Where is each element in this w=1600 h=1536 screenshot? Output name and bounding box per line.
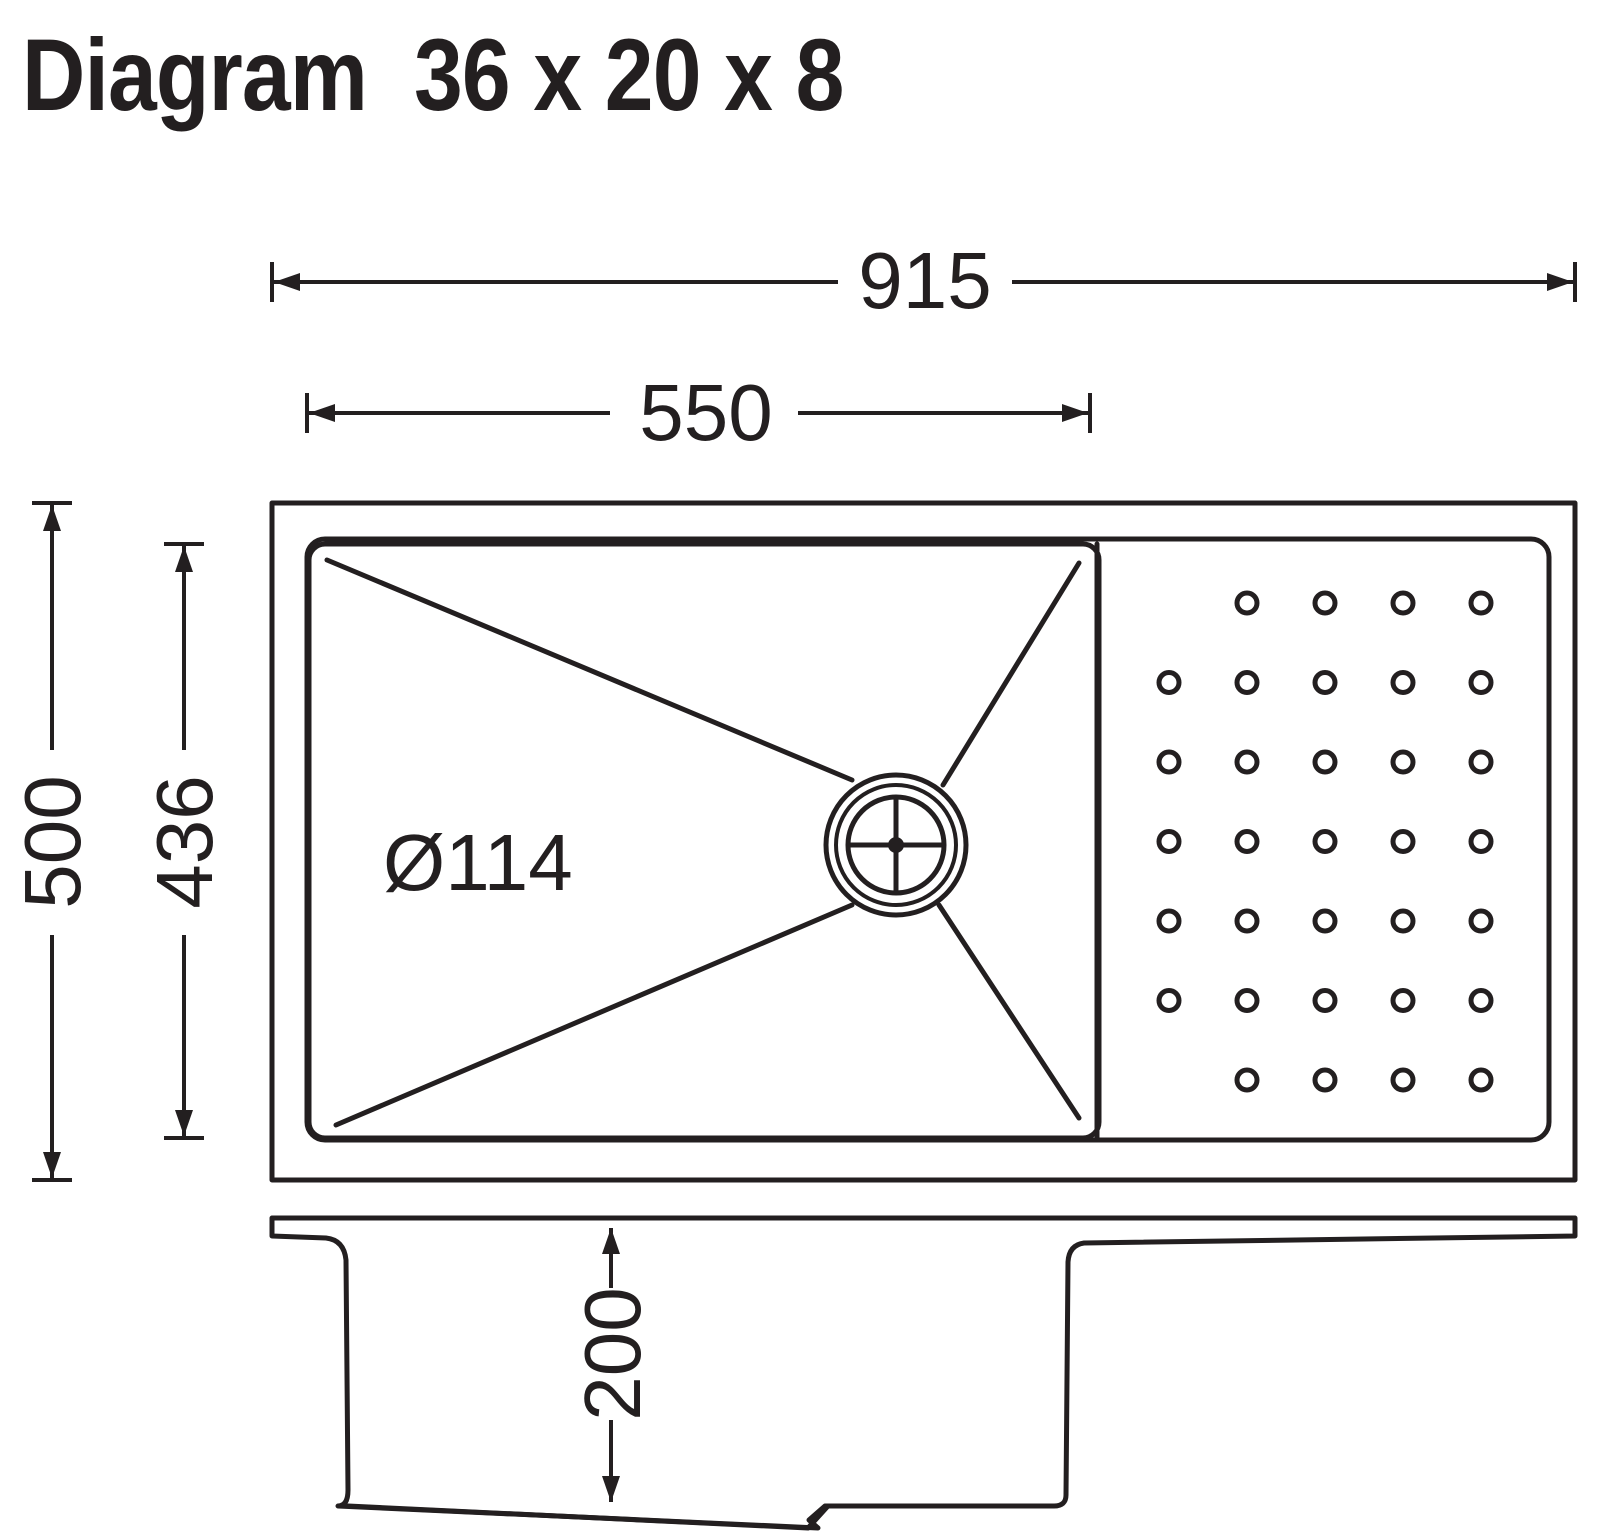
bowl-height-arrow-top — [602, 1228, 620, 1254]
drainer-hole — [1390, 1067, 1416, 1093]
drainer-hole — [1156, 829, 1182, 854]
overall-width-arrow-right — [1547, 273, 1573, 291]
drainer-hole — [1312, 829, 1338, 854]
drainer-hole — [1156, 988, 1182, 1013]
slope-line-bottom-left — [333, 902, 855, 1128]
drainer-hole — [1390, 908, 1416, 934]
drain-diameter-label: Ø114 — [383, 818, 573, 907]
drainer-hole — [1390, 590, 1416, 616]
drainer-hole — [1468, 829, 1494, 854]
drainer-hole — [1312, 908, 1338, 934]
drainer-hole — [1468, 749, 1494, 775]
drainer-hole — [1312, 590, 1338, 616]
bowl-height-label: 200 — [568, 1287, 657, 1420]
overall-depth-arrow-bottom — [43, 1152, 61, 1178]
diagram-title: Diagram 36 x 20 x 8 — [22, 18, 844, 132]
drainer-hole — [1234, 908, 1260, 934]
overall-depth-label: 500 — [8, 775, 97, 908]
slope-line-bottom-right — [936, 902, 1082, 1121]
drainer-hole — [1468, 670, 1494, 695]
bowl-depth-arrow-top — [175, 546, 193, 572]
overall-width-dimension: 915 — [270, 236, 1577, 325]
drainer-hole — [1156, 749, 1182, 775]
bowl-width-dimension: 550 — [305, 368, 1092, 457]
section-outlet-left — [805, 1503, 831, 1531]
drainer-hole — [1468, 590, 1494, 616]
overall-depth-dimension: 500 — [8, 501, 97, 1182]
overall-width-arrow-left — [274, 273, 300, 291]
bowl-height-dimension: 200 — [568, 1228, 657, 1502]
sink-section-view — [269, 1215, 1578, 1531]
drainer-hole — [1468, 1067, 1494, 1093]
bowl-width-label: 550 — [639, 368, 772, 457]
drainer-hole — [1312, 749, 1338, 775]
bowl-depth-label: 436 — [140, 775, 229, 908]
sink-outer-frame — [269, 500, 1578, 1183]
drainer-holes — [1156, 590, 1494, 1093]
drainer-hole — [1234, 670, 1260, 695]
drainer-hole — [1234, 590, 1260, 616]
drainer-hole — [1390, 988, 1416, 1013]
section-outlet-spacer — [345, 1503, 811, 1531]
bowl-depth-dimension: 436 — [140, 542, 229, 1140]
drainer-hole — [1390, 670, 1416, 695]
bowl-height-arrow-bottom — [602, 1476, 620, 1502]
slope-line-top-right — [940, 560, 1082, 788]
drainer-hole — [1312, 670, 1338, 695]
drainer-hole — [1234, 988, 1260, 1013]
drain-center — [888, 837, 904, 853]
overall-width-label: 915 — [858, 236, 991, 325]
drainer-hole — [1468, 988, 1494, 1013]
bowl-width-arrow-left — [309, 404, 335, 422]
drainer-hole — [1234, 829, 1260, 854]
bowl-width-arrow-right — [1062, 404, 1088, 422]
slope-line-top-left — [324, 557, 855, 783]
overall-depth-arrow-top — [43, 505, 61, 531]
drainer-hole — [1390, 829, 1416, 854]
drainer-hole — [1312, 988, 1338, 1013]
sink-plan-view: Ø114 — [269, 500, 1578, 1183]
bowl-depth-arrow-bottom — [175, 1110, 193, 1136]
drainer-hole — [1312, 1067, 1338, 1093]
drainer-hole — [1234, 1067, 1260, 1093]
sink-section-outline — [269, 1215, 1578, 1531]
drainer-hole — [1156, 908, 1182, 934]
drain-waste — [823, 772, 969, 918]
drainer-hole — [1390, 749, 1416, 775]
drainer-hole — [1234, 749, 1260, 775]
drainer-hole — [1156, 670, 1182, 695]
drainer-hole — [1468, 908, 1494, 934]
